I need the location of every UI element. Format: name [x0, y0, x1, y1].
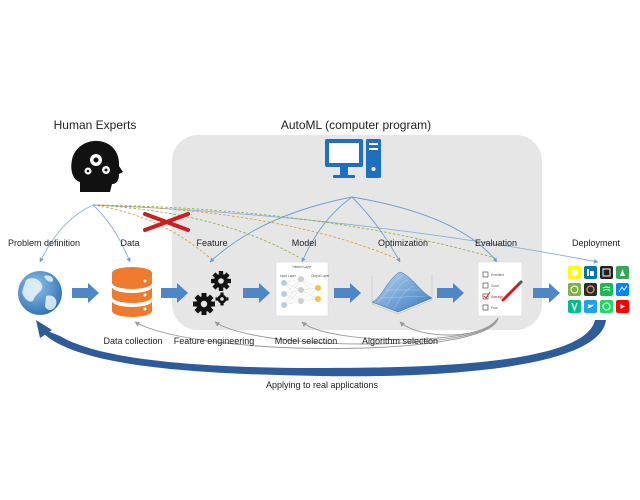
- eval-item-good: Good: [491, 284, 499, 288]
- red-x-mark: [143, 212, 190, 232]
- app-icons-grid: [568, 266, 629, 313]
- surface-plot-icon: [371, 271, 433, 315]
- checklist-icon: Excellent Good Average Poor: [477, 261, 523, 317]
- computer-icon: [325, 139, 381, 178]
- stage-label-deployment: Deployment: [572, 238, 621, 248]
- eval-item-poor: Poor: [491, 306, 499, 310]
- label-applying-real-applications: Applying to real applications: [266, 380, 379, 390]
- automl-links: [209, 196, 498, 263]
- label-feature-engineering: Feature engineering: [174, 336, 255, 346]
- nn-label-hidden: Hidden Layer: [293, 265, 313, 269]
- automl-title: AutoML (computer program): [281, 118, 431, 132]
- stage-label-problem-definition: Problem definition: [8, 238, 80, 248]
- label-data-collection: Data collection: [103, 336, 162, 346]
- head-gears-icon: [71, 140, 123, 192]
- pipeline-arrows: [72, 283, 560, 303]
- stage-label-optimization: Optimization: [378, 238, 428, 248]
- nn-label-output: Output Layer: [311, 274, 330, 278]
- gears-icon: [193, 271, 231, 315]
- eval-item-excellent: Excellent: [491, 273, 504, 277]
- label-model-selection: Model selection: [275, 336, 338, 346]
- database-icon: [112, 267, 152, 317]
- stage-label-feature: Feature: [196, 238, 227, 248]
- neural-net-icon: Hidden Layer Input Layer Output Layer: [275, 261, 330, 317]
- expert-dashed-links: [92, 204, 496, 259]
- stage-label-data: Data: [120, 238, 139, 248]
- human-experts-title: Human Experts: [54, 118, 137, 132]
- stage-label-evaluation: Evaluation: [475, 238, 517, 248]
- feedback-arrows: [134, 317, 499, 350]
- label-algorithm-selection: Algorithm selection: [362, 336, 438, 346]
- automl-box: [172, 135, 542, 330]
- human-expert-links: [39, 204, 599, 264]
- nn-label-input: Input Layer: [280, 274, 297, 278]
- globe-icon: [18, 271, 62, 315]
- applying-arrowhead: [36, 320, 52, 338]
- stage-label-model: Model: [292, 238, 317, 248]
- eval-item-average: Average: [491, 295, 503, 299]
